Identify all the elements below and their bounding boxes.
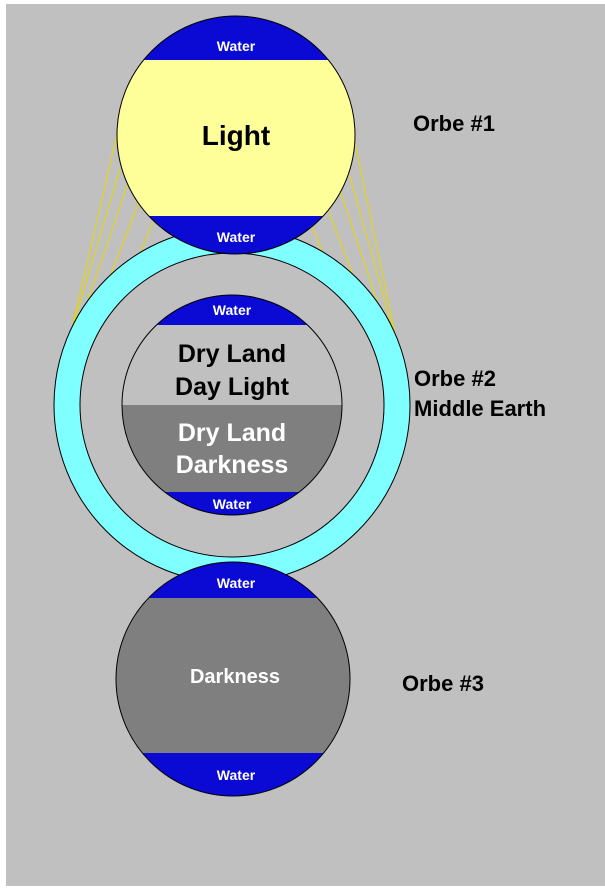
orbe-1-center-label: Light: [202, 120, 270, 151]
orbe-2-label-line-2: Middle Earth: [414, 396, 546, 421]
orbe-1-bottom-water-label: Water: [217, 229, 256, 245]
orbe-3-bottom-water-label: Water: [217, 767, 256, 783]
orbe-2-day-line-1: Dry Land: [178, 340, 286, 368]
orbe-3-outline: [115, 561, 351, 797]
orbe-2: Water Dry Land Day Light Dry Land Darkne…: [53, 226, 411, 584]
orbe-2-label-line-1: Orbe #2: [414, 366, 496, 391]
orbe-3-top-water-label: Water: [217, 575, 256, 591]
orbe-2-day-line-2: Day Light: [175, 373, 290, 401]
orbe-1-label: Orbe #1: [413, 111, 495, 136]
orbe-2-outline: [121, 294, 343, 516]
orbe-3-label: Orbe #3: [402, 671, 484, 696]
orbe-1-top-water-label: Water: [217, 38, 256, 54]
orbe-1-outline: [116, 15, 356, 255]
orbe-2-top-water-label: Water: [213, 302, 252, 318]
orbe-3-center-label: Darkness: [190, 666, 280, 688]
orbe-2-bottom-water-label: Water: [213, 496, 252, 512]
orbe-2-dark-line-1: Dry Land: [178, 419, 286, 447]
orbe-2-dark-line-2: Darkness: [176, 451, 289, 479]
